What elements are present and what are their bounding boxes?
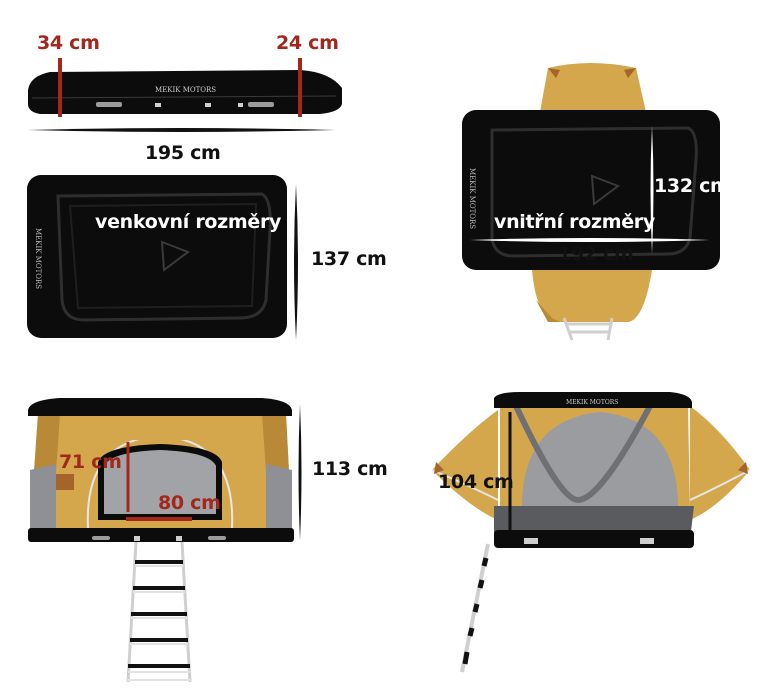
width-indicator [294,184,298,340]
rear-height-label: 24 cm [276,32,339,54]
open-height-indicator [298,404,302,540]
closed-top-view: MEKIK MOTORS [27,175,298,340]
closed-side-view: MEKIK MOTORS [28,58,342,132]
brand-text: MEKIK MOTORS [566,399,618,406]
length-indicator [28,128,336,132]
open-top-view: MEKIK MOTORS [462,63,720,341]
inner-width-label: 132 cm [654,175,730,197]
handle-icon [248,102,274,107]
length-label: 195 cm [145,142,221,164]
door-width-label: 80 cm [158,492,221,514]
handle-icon [96,102,122,107]
handle-icon [92,536,110,540]
inner-length-indicator [470,238,710,242]
inner-caption: vnitřní rozměry [494,211,655,233]
brand-text: MEKIK MOTORS [468,168,476,229]
open-height-label: 113 cm [312,458,388,480]
brand-text: MEKIK MOTORS [155,86,216,94]
side-height-label: 104 cm [438,471,514,493]
open-front-view [28,398,302,683]
ladder [460,543,490,673]
front-height-label: 34 cm [37,32,100,54]
brand-text: MEKIK MOTORS [34,228,42,289]
inner-length-label: 192 cm [558,243,634,265]
outer-caption: venkovní rozměry [95,211,282,233]
logo-icon [590,174,621,206]
open-side-view: MEKIK MOTORS [431,392,751,673]
width-label: 137 cm [311,248,387,270]
handle-icon [208,536,226,540]
inner-width-indicator [650,126,654,254]
door-height-label: 71 cm [59,451,122,473]
logo-icon [160,240,191,272]
